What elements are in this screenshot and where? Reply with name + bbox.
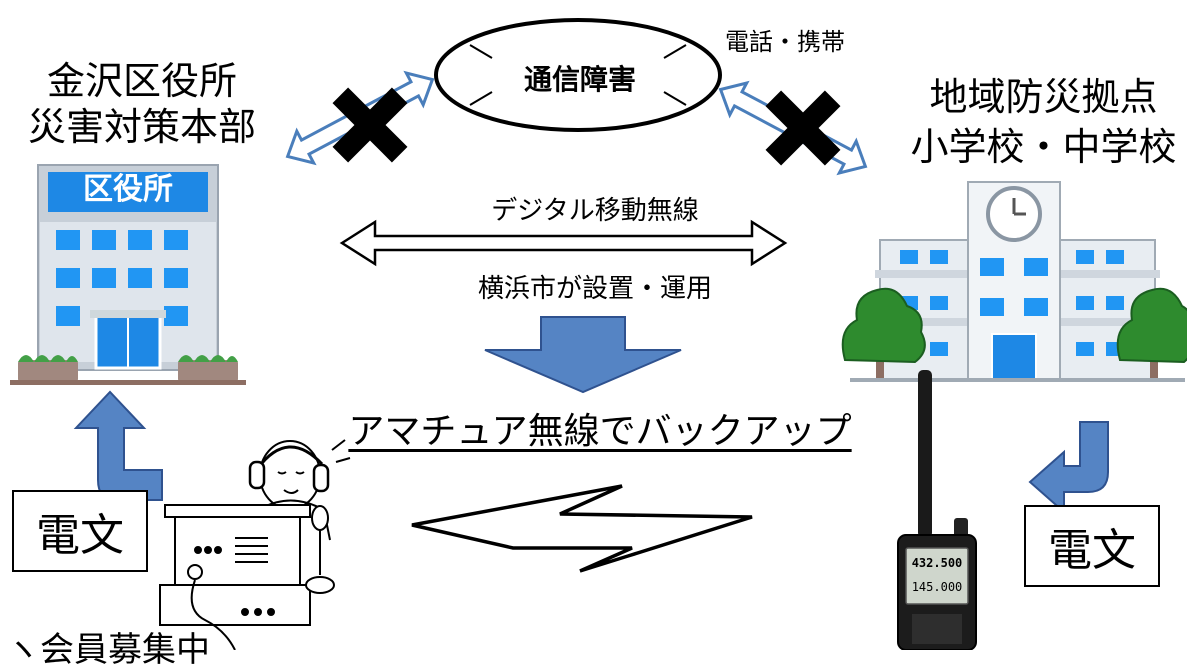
ward-office-building — [10, 164, 246, 385]
school-title: 地域防災拠点 小学校・中学校 — [900, 72, 1187, 172]
radio-wave-bolt — [411, 484, 753, 573]
left-curved-arrow — [73, 390, 163, 501]
radio-freq-b: 145.000 — [911, 580, 963, 594]
school-building — [841, 181, 1187, 382]
ward-office-title-line2: 災害対策本部 — [27, 105, 256, 149]
outage-label: 通信障害 — [523, 63, 636, 96]
ward-office-title: 金沢区役所 災害対策本部 — [22, 58, 262, 150]
outage-cloud — [434, 18, 722, 132]
digital-radio-arrow — [339, 219, 788, 267]
recruitment-text: ヽ会員募集中 — [6, 630, 210, 670]
message-box-right: 電文 — [1024, 505, 1160, 587]
ward-office-title-line1: 金沢区役所 — [46, 59, 237, 103]
left-cross-icon — [332, 87, 408, 163]
phone-label: 電話・携帯 — [725, 28, 845, 56]
ward-office-sign: 区役所 — [83, 172, 173, 207]
right-curved-arrow — [1028, 421, 1109, 515]
radio-freq-a: 432.500 — [911, 556, 963, 570]
diagram-canvas — [10, 18, 1187, 650]
message-box-left: 電文 — [12, 490, 148, 572]
tree-right — [1116, 287, 1187, 380]
handheld-radio — [897, 370, 977, 650]
school-title-line1: 地域防災拠点 — [929, 75, 1158, 119]
tree-left — [841, 287, 926, 380]
digital-radio-label: デジタル移動無線 — [491, 196, 699, 226]
backup-label: アマチュア無線でバックアップ — [348, 411, 852, 452]
down-arrow — [484, 316, 682, 394]
radio-operator-illustration — [159, 439, 351, 650]
right-cross-icon — [765, 90, 841, 166]
operator-label: 横浜市が設置・運用 — [477, 274, 712, 304]
school-title-line2: 小学校・中学校 — [910, 125, 1177, 169]
